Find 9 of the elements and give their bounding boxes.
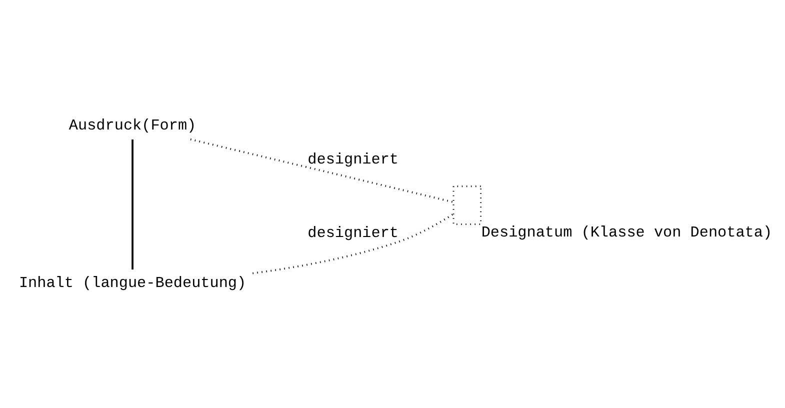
node-label: Designatum (Klasse von Denotata)	[481, 222, 772, 241]
node-text: Ausdruck(Form)	[68, 116, 196, 134]
edge-label: designiert	[308, 224, 399, 242]
node-text: Inhalt (langue-Bedeutung)	[18, 274, 246, 292]
connector	[252, 212, 454, 274]
connector	[132, 138, 134, 269]
node-box	[452, 185, 482, 224]
edge-label: designiert	[308, 150, 399, 168]
connector	[190, 138, 454, 203]
